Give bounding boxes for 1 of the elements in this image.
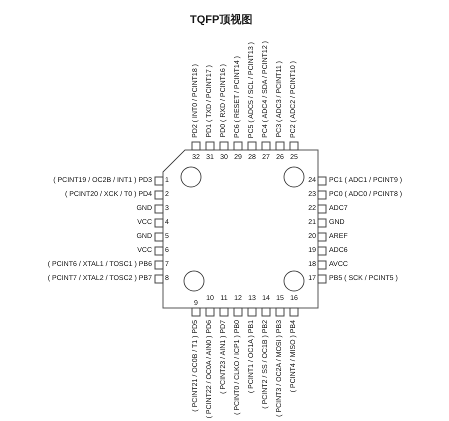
- title: TQFP顶视图: [190, 14, 252, 27]
